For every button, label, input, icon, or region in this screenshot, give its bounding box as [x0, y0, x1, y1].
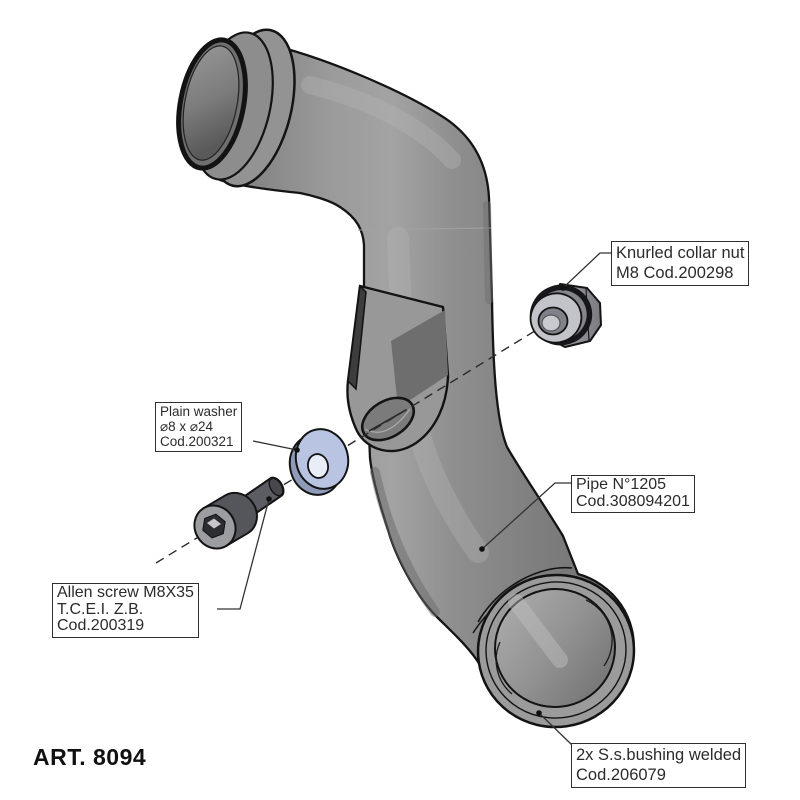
plain-washer [288, 428, 350, 496]
leader-collar-nut [562, 252, 612, 289]
screw-hex-glint [207, 518, 221, 529]
washer-hole [307, 453, 329, 479]
label-line: Allen screw M8X35 [57, 584, 194, 601]
label-pipe: Pipe N°1205 Cod.308094201 [571, 475, 695, 513]
anchor-dot-pipe [479, 546, 485, 552]
label-line: T.C.E.I. Z.B. [57, 600, 144, 618]
label-line: Cod.200319 [57, 617, 145, 634]
label-plain-washer: Plain washer ⌀8 x ⌀24 Cod.200321 [155, 402, 243, 452]
bracket-hole-highlight [364, 408, 411, 433]
anchor-dots [266, 285, 566, 716]
mouth-highlight [508, 594, 568, 668]
pipe-highlight-top [301, 76, 461, 169]
leader-allen-screw [217, 498, 270, 610]
label-line: Knurled collar nut [616, 244, 745, 262]
flare-rim-ring [485, 581, 627, 719]
label-line: Cod.206079 [576, 766, 666, 784]
label-line: ⌀8 x ⌀24 [160, 419, 214, 434]
mounting-bracket [346, 284, 450, 453]
bracket-edge [347, 284, 367, 391]
anchor-dot-washer [294, 447, 300, 453]
label-line: 2x S.s.bushing welded [576, 746, 742, 764]
inlet-flange [176, 28, 296, 188]
pipe-weld-seam [357, 227, 492, 231]
anchor-dot-bushing [536, 710, 542, 716]
label-line: M8 Cod.200298 [616, 264, 734, 282]
anchor-dot-nut [560, 285, 566, 291]
label-knurled-collar-nut: Knurled collar nut M8 Cod.200298 [611, 241, 750, 286]
nut-bore-chamfer [541, 314, 561, 332]
label-line: Plain washer [160, 404, 238, 419]
leader-bushing [538, 712, 573, 746]
leader-washer [252, 440, 298, 451]
collar-nut [529, 283, 602, 348]
label-ss-bushing: 2x S.s.bushing welded Cod.206079 [571, 743, 747, 788]
flare-neck-ring-1 [477, 566, 573, 623]
inlet-bore [182, 45, 240, 161]
allen-screw [193, 476, 285, 550]
mouth-bore-arc-upper [585, 599, 613, 667]
bracket-face-shading [391, 310, 448, 408]
label-line: Cod.200321 [160, 434, 234, 449]
pipe-shadow-left [370, 467, 440, 617]
pipe-shadow-right [483, 201, 493, 304]
leader-lines [217, 252, 612, 746]
axis-through-hole [368, 409, 407, 432]
art-number: ART. 8094 [33, 744, 147, 770]
label-line: Pipe N°1205 [576, 476, 667, 493]
mouth-bore-arc-lower [495, 641, 513, 695]
leader-pipe [481, 482, 572, 550]
anchor-dot-screw [266, 496, 272, 502]
screw-tip [268, 477, 284, 497]
label-allen-screw: Allen screw M8X35 T.C.E.I. Z.B. Cod.2003… [52, 583, 199, 638]
outlet-flare [472, 566, 636, 729]
label-line: Cod.308094201 [576, 492, 690, 510]
